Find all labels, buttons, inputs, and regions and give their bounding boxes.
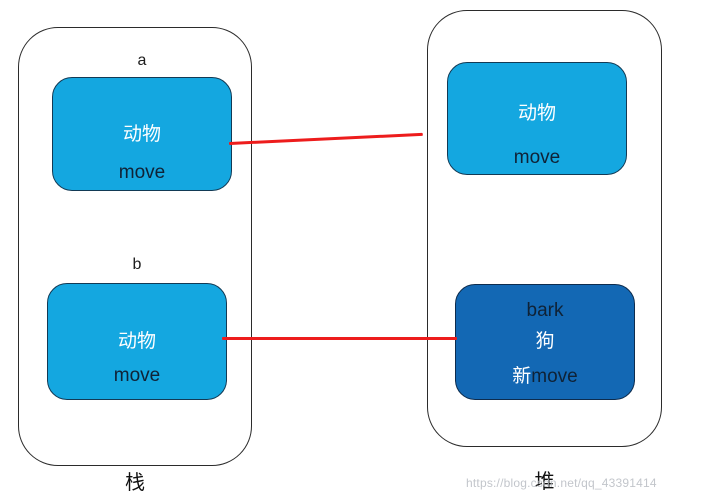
heap-dog-new-move-line: 新move [456,364,634,390]
heap-box-dog: bark 狗 新move [455,284,635,400]
reference-line-a-to-animal [228,132,423,145]
heap-dog-new-method-text: move [531,366,578,387]
stack-box-b-method-text: move [113,365,161,386]
variable-b-label: b [132,256,142,273]
heap-animal-method-text: move [513,147,561,168]
stack-box-b-class-text: 动物 [117,331,156,352]
heap-box-animal: 动物 move [447,62,627,175]
heap-animal-class-text: 动物 [517,103,556,124]
stack-box-a-class-text: 动物 [122,124,161,145]
heap-dog-class-text: 狗 [535,331,555,352]
stack-box-b: 动物 move [47,283,227,400]
variable-a-label: a [137,52,147,69]
stack-box-a-method-text: move [118,162,166,183]
reference-line-b-to-dog [222,337,457,340]
heap-dog-new-prefix-text: 新 [512,366,532,387]
stack-region-label: 栈 [125,472,145,494]
stack-box-a: 动物 move [52,77,232,191]
heap-region-label: 堆 [534,471,555,493]
csdn-watermark: https://blog.csdn.net/qq_43391414 [466,476,657,490]
heap-dog-bark-text: bark [526,300,564,321]
